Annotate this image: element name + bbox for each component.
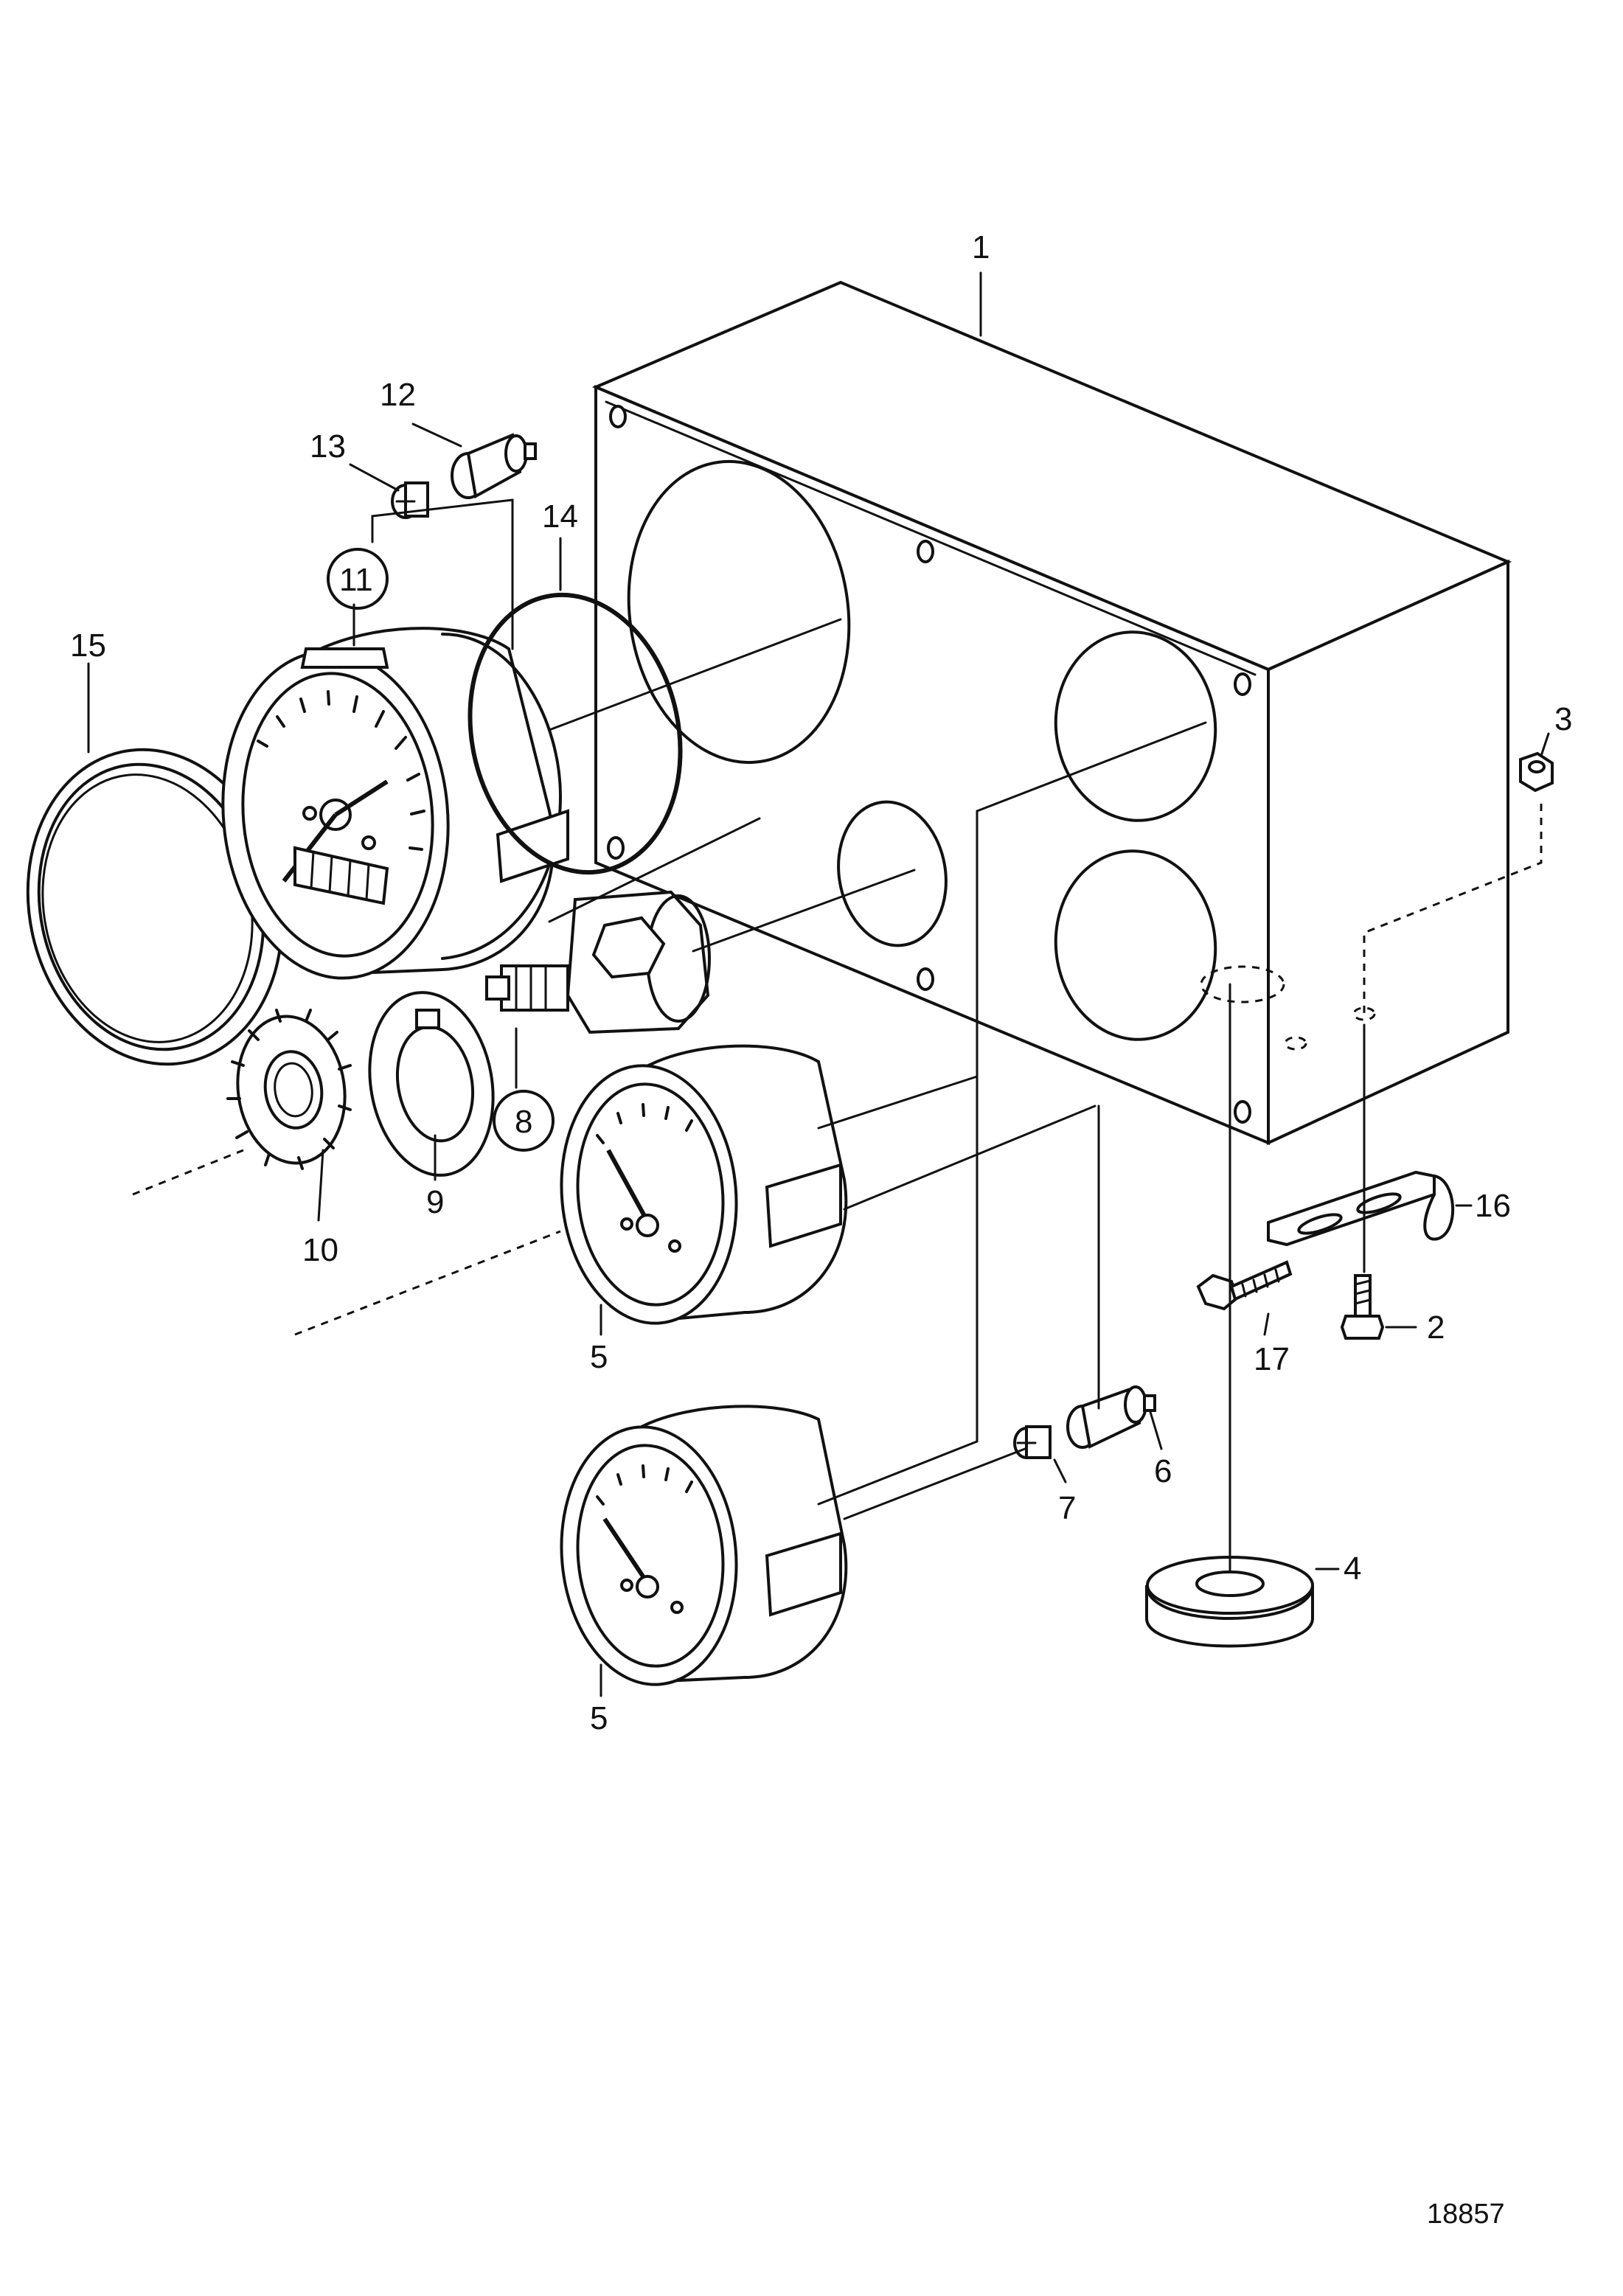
callout-12: 12 xyxy=(380,377,416,413)
small-gauge-2 xyxy=(560,1405,848,1686)
callout-11: 11 xyxy=(339,562,373,598)
small-gauge-1 xyxy=(560,1044,848,1325)
callout-2: 2 xyxy=(1427,1309,1445,1346)
lock-washer xyxy=(368,991,495,1177)
lamp-socket-upper xyxy=(451,433,537,499)
callout-4: 4 xyxy=(1344,1551,1361,1587)
callout-7: 7 xyxy=(1058,1490,1076,1526)
lamp-socket-lower xyxy=(1066,1385,1156,1449)
callout-leaders xyxy=(87,271,1550,1697)
instrument-panel-box xyxy=(591,280,1512,1146)
knurled-nut xyxy=(226,1009,352,1170)
callout-10: 10 xyxy=(302,1232,338,1268)
callout-13: 13 xyxy=(310,428,346,465)
assembly-lines xyxy=(132,498,1543,1572)
callout-15: 15 xyxy=(70,627,106,664)
callout-9: 9 xyxy=(426,1184,444,1220)
bulb-lower xyxy=(1013,1425,1052,1459)
long-screw xyxy=(1196,1260,1293,1311)
mounting-bracket xyxy=(1267,1170,1454,1247)
hex-nut xyxy=(1519,751,1554,793)
callout-14: 14 xyxy=(542,498,578,535)
callout-8-circle xyxy=(493,1090,555,1152)
callout-1: 1 xyxy=(972,229,990,265)
tachometer-gauge xyxy=(221,627,569,980)
callout-6: 6 xyxy=(1154,1453,1172,1489)
callout-5b: 5 xyxy=(590,1700,608,1736)
reference-number: 18857 xyxy=(1427,2199,1505,2230)
flange-bolt xyxy=(1340,1274,1385,1340)
callout-5a: 5 xyxy=(590,1339,608,1375)
callout-16: 16 xyxy=(1475,1188,1511,1224)
bezel-ring xyxy=(26,748,284,1066)
o-ring xyxy=(468,592,683,875)
callout-11-circle xyxy=(327,548,389,610)
sensor-unit xyxy=(485,890,711,1034)
callout-8: 8 xyxy=(515,1104,532,1140)
rubber-grommet xyxy=(1145,1556,1314,1648)
callout-17: 17 xyxy=(1254,1341,1290,1377)
callout-3: 3 xyxy=(1554,701,1572,737)
